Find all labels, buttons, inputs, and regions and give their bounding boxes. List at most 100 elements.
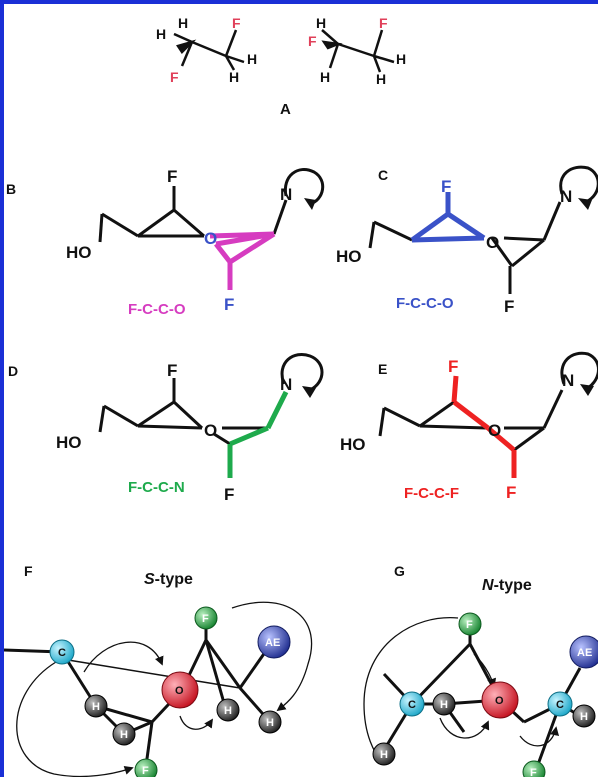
panel-e-f-bottom: F bbox=[506, 483, 516, 502]
panel-e: E HO F O N F F-C-C-F bbox=[340, 351, 598, 502]
panel-d-f-top: F bbox=[167, 361, 177, 380]
svg-text:O: O bbox=[175, 685, 184, 697]
panel-c-f-bottom: F bbox=[504, 297, 514, 316]
panel-b-n: N bbox=[280, 185, 292, 204]
panel-c-ho: HO bbox=[336, 247, 362, 266]
panel-b-o: O bbox=[204, 229, 217, 248]
panel-f-title-italic: S bbox=[144, 571, 155, 588]
panel-g-label: G bbox=[394, 563, 405, 579]
panel-f-atom-f-bottom: F bbox=[134, 758, 158, 777]
panel-e-bonds bbox=[378, 351, 598, 452]
panel-a-m1-h-bottom: H bbox=[229, 69, 239, 85]
svg-text:H: H bbox=[266, 717, 274, 729]
panel-a-molecule-2 bbox=[321, 29, 395, 73]
panel-f-atom-h3: H bbox=[216, 698, 240, 722]
panel-b-f-top: F bbox=[167, 167, 177, 186]
panel-g-atom-o: O bbox=[481, 681, 519, 719]
panel-f-atom-h2: H bbox=[112, 722, 136, 746]
panel-g-atom-h3: H bbox=[372, 742, 396, 766]
panel-g-atom-ae: AE bbox=[569, 635, 598, 669]
panel-c-caption: F-C-C-O bbox=[396, 295, 454, 312]
panel-a-m1-f-bottom: F bbox=[170, 69, 179, 85]
svg-text:O: O bbox=[495, 695, 504, 707]
svg-text:H: H bbox=[580, 711, 588, 723]
panel-a-m1-h-right: H bbox=[247, 51, 257, 67]
panel-g-atom-f-bottom: F bbox=[522, 760, 546, 777]
panel-d-ho: HO bbox=[56, 433, 82, 452]
panel-g-atom-h1: H bbox=[432, 692, 456, 716]
panel-c-bonds bbox=[368, 165, 598, 294]
panel-a-m2-h-topleft: H bbox=[316, 15, 326, 31]
panel-f-title: S-type bbox=[144, 571, 193, 588]
panel-g-title-rest: -type bbox=[494, 577, 532, 594]
panel-c-highlight bbox=[410, 192, 486, 243]
panel-g-atom-f-top: F bbox=[458, 612, 482, 636]
panel-a-m1-h-topright: H bbox=[178, 15, 188, 31]
svg-text:F: F bbox=[530, 767, 537, 777]
panel-f-label: F bbox=[24, 563, 33, 579]
panel-g-title-italic: N bbox=[482, 577, 494, 594]
panel-e-caption: F-C-C-F bbox=[404, 485, 459, 502]
panel-f-atom-o: O bbox=[161, 671, 199, 709]
svg-text:C: C bbox=[58, 647, 66, 659]
panel-a-m2-h-bottom-right: H bbox=[376, 71, 386, 87]
panel-e-ho: HO bbox=[340, 435, 366, 454]
svg-text:H: H bbox=[120, 729, 128, 741]
panel-g-atom-h2: H bbox=[572, 704, 596, 728]
panel-f-atom-ae: AE bbox=[257, 625, 291, 659]
svg-text:F: F bbox=[466, 619, 473, 631]
panel-g: G N-type F AE bbox=[363, 563, 598, 777]
panel-e-o: O bbox=[488, 421, 501, 440]
panel-e-highlight bbox=[451, 375, 517, 478]
panel-d-n: N bbox=[280, 375, 292, 394]
panel-a-molecule-1 bbox=[173, 29, 245, 71]
panel-g-title: N-type bbox=[482, 577, 532, 594]
panel-d: D HO F O N F F-C-C-N bbox=[8, 353, 324, 504]
svg-text:H: H bbox=[440, 699, 448, 711]
svg-text:H: H bbox=[224, 705, 232, 717]
panel-c-label: C bbox=[378, 167, 388, 183]
panel-e-n: N bbox=[562, 371, 574, 390]
panel-a-label: A bbox=[280, 101, 291, 118]
svg-text:AE: AE bbox=[265, 637, 280, 649]
panel-a-m2-f-left: F bbox=[308, 33, 317, 49]
panel-a-m2-h-right: H bbox=[396, 51, 406, 67]
panel-d-bonds bbox=[98, 353, 324, 446]
panel-d-o: O bbox=[204, 421, 217, 440]
panel-f-atom-f-top: F bbox=[194, 606, 218, 630]
panel-b: B HO F O N F F-C-C-O bbox=[6, 167, 325, 318]
panel-b-highlight bbox=[209, 231, 276, 290]
panel-g-arrows bbox=[363, 617, 560, 766]
panel-a-m1-h-topleft: H bbox=[156, 26, 166, 42]
panel-b-bonds bbox=[98, 168, 325, 243]
svg-text:H: H bbox=[380, 749, 388, 761]
panel-e-f-top: F bbox=[448, 357, 458, 376]
panel-d-caption: F-C-C-N bbox=[128, 479, 185, 496]
svg-text:C: C bbox=[556, 699, 564, 711]
panel-a-m1-f-top: F bbox=[232, 15, 241, 31]
panel-f-atom-c: C bbox=[49, 639, 75, 665]
panel-b-ho: HO bbox=[66, 243, 92, 262]
panel-f-title-rest: -type bbox=[155, 571, 193, 588]
panel-c: C HO F O N F F-C-C-O bbox=[336, 165, 598, 316]
panel-b-caption: F-C-C-O bbox=[128, 301, 186, 318]
panel-b-label: B bbox=[6, 181, 16, 197]
panel-g-atom-c2: C bbox=[547, 691, 573, 717]
panel-f-bonds bbox=[4, 622, 272, 767]
panel-e-label: E bbox=[378, 361, 387, 377]
panel-c-o: O bbox=[486, 233, 499, 252]
panel-f-atom-h1: H bbox=[84, 694, 108, 718]
panel-d-highlight bbox=[227, 390, 289, 478]
panel-c-n: N bbox=[560, 187, 572, 206]
panel-d-label: D bbox=[8, 363, 18, 379]
svg-text:H: H bbox=[92, 701, 100, 713]
panel-f-arrows bbox=[16, 601, 313, 777]
svg-text:AE: AE bbox=[577, 647, 592, 659]
figure-svg: H H F H F H H F F H H H A B bbox=[4, 15, 598, 777]
panel-a-m2-f-top: F bbox=[379, 15, 388, 31]
panel-a: H H F H F H H F F H H H A bbox=[156, 15, 406, 118]
panel-d-f-bottom: F bbox=[224, 485, 234, 504]
panel-b-f-bottom: F bbox=[224, 295, 234, 314]
panel-f: F S-type C bbox=[4, 563, 313, 777]
